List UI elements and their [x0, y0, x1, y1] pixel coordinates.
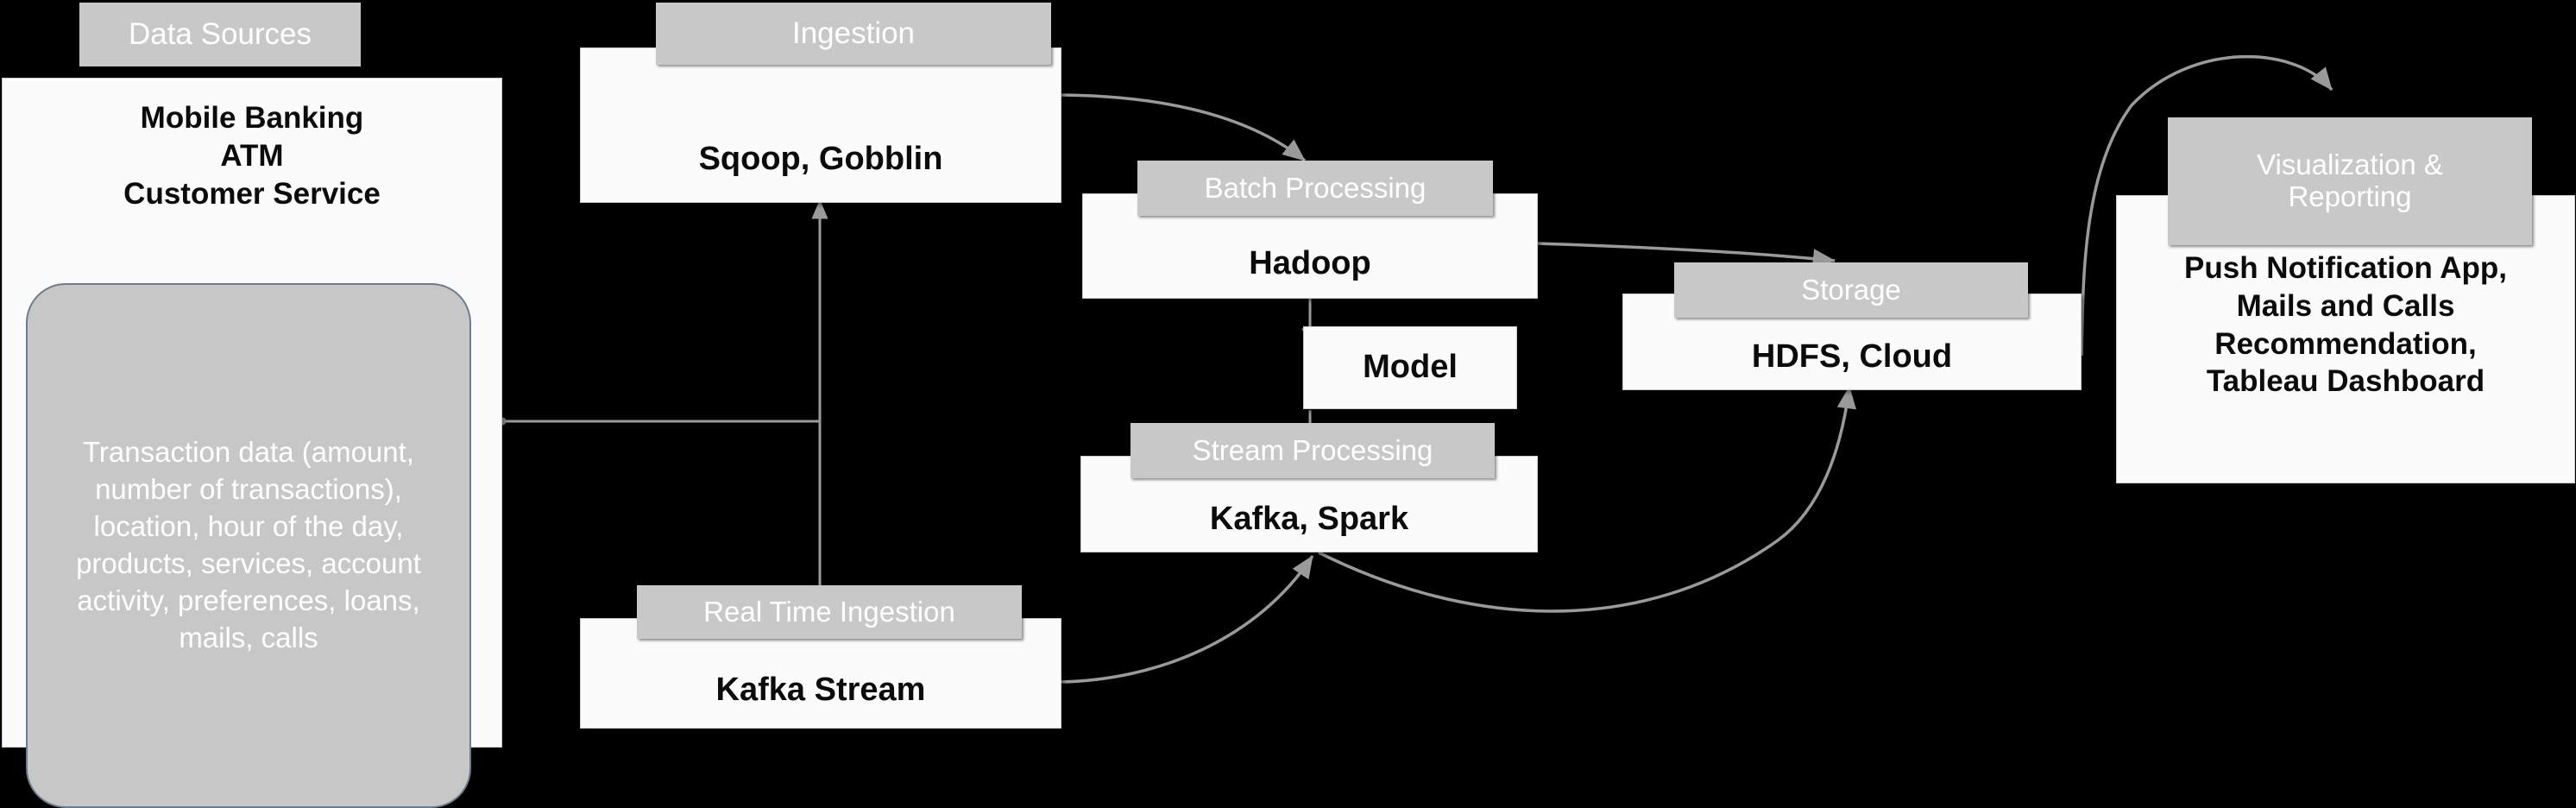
edge-datasources-to-ingestion-trunk [498, 199, 828, 605]
stream-processing-body-label: Kafka, Spark [1209, 500, 1409, 537]
stream-processing-header: Stream Processing [1131, 423, 1495, 478]
storage-header: Storage [1674, 262, 2028, 318]
model-body: Model [1303, 326, 1517, 409]
edge-realtime-to-stream [1059, 555, 1314, 684]
edge-ingestion-to-batch [1054, 93, 1307, 162]
batch-processing-body-label: Hadoop [1249, 244, 1371, 281]
ingestion-header-label: Ingestion [791, 16, 916, 51]
model-body-label: Model [1363, 349, 1458, 386]
real-time-ingestion-body-label: Kafka Stream [715, 671, 926, 708]
visualization-header-label: Visualization & Reporting [2257, 148, 2443, 212]
batch-processing-header-label: Batch Processing [1204, 171, 1427, 204]
data-sources-note: Transaction data (amount, number of tran… [26, 283, 471, 808]
data-sources-header: Data Sources [79, 3, 361, 66]
edge-batch-to-storage [1537, 242, 1836, 268]
ingestion-body-label: Sqoop, Gobblin [698, 140, 943, 177]
stream-processing-header-label: Stream Processing [1192, 433, 1433, 466]
ingestion-header: Ingestion [656, 3, 1051, 65]
batch-processing-header: Batch Processing [1137, 161, 1493, 216]
storage-body-label: HDFS, Cloud [1751, 338, 1953, 375]
ingestion-body: Sqoop, Gobblin [580, 47, 1061, 203]
visualization-header: Visualization & Reporting [2168, 117, 2532, 245]
data-sources-body-label: Mobile Banking ATM Customer Service [123, 101, 381, 211]
real-time-ingestion-header: Real Time Ingestion [637, 585, 1022, 639]
visualization-body-label: Push Notification App, Mails and Calls R… [2184, 251, 2507, 399]
data-sources-note-label: Transaction data (amount, number of tran… [76, 436, 421, 653]
data-sources-header-label: Data Sources [128, 17, 312, 52]
real-time-ingestion-header-label: Real Time Ingestion [703, 595, 955, 628]
storage-header-label: Storage [1801, 273, 1901, 306]
